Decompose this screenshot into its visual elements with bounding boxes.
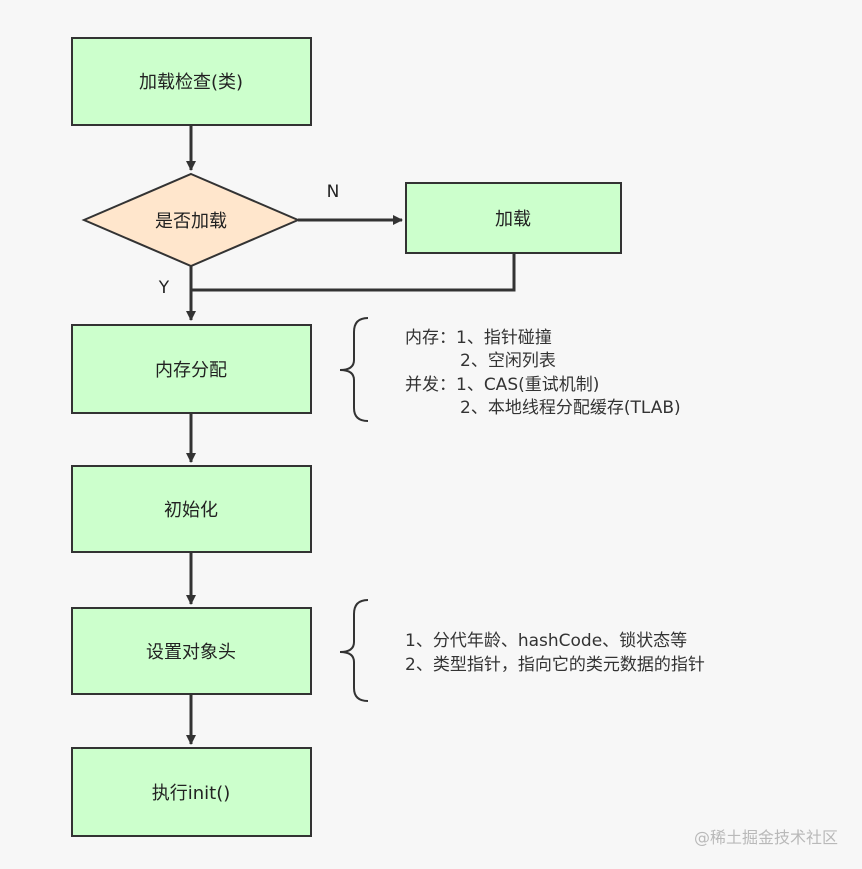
node-class-check-label: 加载检查(类) xyxy=(139,72,243,93)
node-is-loaded: 是否加载 xyxy=(81,172,301,268)
annotation-header-line2: 2、类型指针，指向它的类元数据的指针 xyxy=(405,655,705,675)
annotation-memory-line4: 2、本地线程分配缓存(TLAB) xyxy=(460,398,681,418)
edge-label-yes: Y xyxy=(158,278,170,298)
node-set-header: 设置对象头 xyxy=(71,607,312,695)
node-load: 加载 xyxy=(405,182,622,254)
annotation-header: 1、分代年龄、hashCode、锁状态等 2、类型指针，指向它的类元数据的指针 xyxy=(405,631,705,675)
node-init-zero: 初始化 xyxy=(71,465,312,553)
node-class-check: 加载检查(类) xyxy=(71,37,312,126)
node-memory-alloc: 内存分配 xyxy=(71,324,312,414)
node-set-header-label: 设置对象头 xyxy=(146,642,236,663)
annotation-memory-line3: 并发：1、CAS(重试机制) xyxy=(405,375,599,395)
brace-memory xyxy=(339,317,369,422)
node-exec-init-label: 执行init() xyxy=(152,783,231,804)
edge-load-return xyxy=(191,253,516,292)
brace-header xyxy=(339,599,369,702)
annotation-memory-line1: 内存：1、指针碰撞 xyxy=(405,328,552,348)
annotation-memory: 内存：1、指针碰撞 2、空闲列表 并发：1、CAS(重试机制) 2、本地线程分配… xyxy=(405,328,681,418)
node-init-zero-label: 初始化 xyxy=(164,500,218,521)
connectors xyxy=(186,125,516,745)
node-is-loaded-label: 是否加载 xyxy=(155,211,227,232)
edge-label-no: N xyxy=(327,182,340,202)
annotation-memory-line2: 2、空闲列表 xyxy=(460,351,556,371)
watermark: @稀土掘金技术社区 xyxy=(694,828,838,847)
node-memory-alloc-label: 内存分配 xyxy=(155,360,227,381)
annotation-header-line1: 1、分代年龄、hashCode、锁状态等 xyxy=(405,631,687,651)
node-exec-init: 执行init() xyxy=(71,747,312,837)
node-load-label: 加载 xyxy=(495,209,531,230)
